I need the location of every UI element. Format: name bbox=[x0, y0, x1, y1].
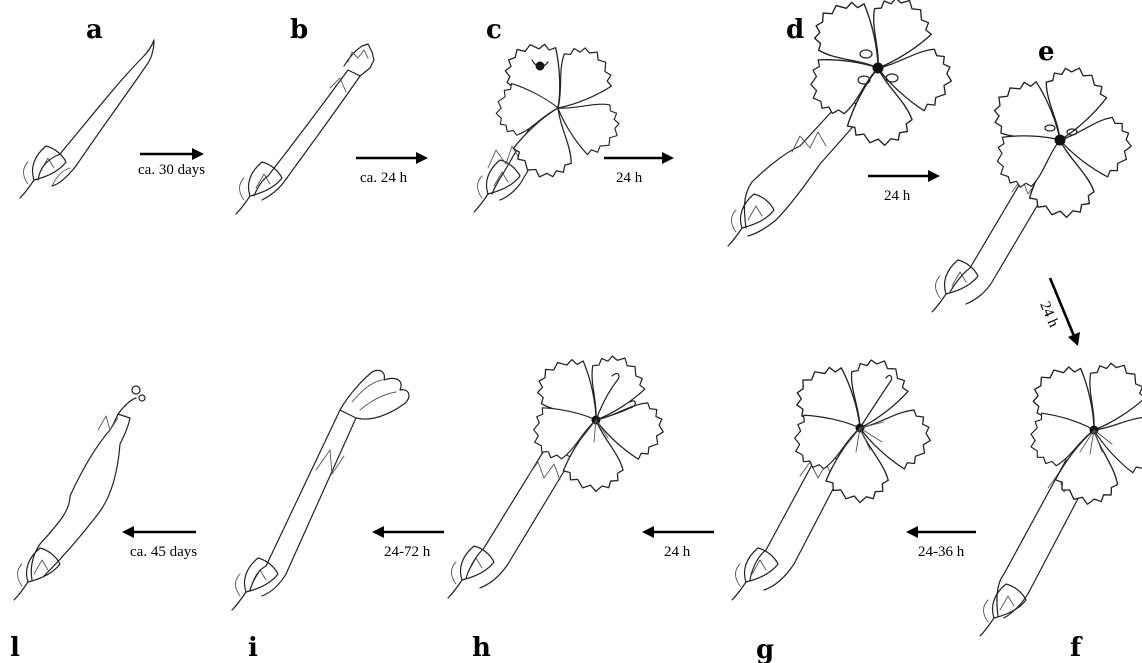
label-e-f: 24 h bbox=[1036, 299, 1061, 330]
label-b-c: ca. 24 h bbox=[360, 170, 408, 186]
stage-c-drawing bbox=[474, 37, 629, 212]
stage-label-e: e bbox=[1038, 37, 1055, 67]
label-d-e: 24 h bbox=[884, 188, 911, 204]
arrow-f-g bbox=[906, 526, 976, 538]
stage-h-drawing bbox=[448, 345, 672, 598]
stage-i-drawing bbox=[232, 370, 409, 610]
stage-g-drawing bbox=[732, 349, 939, 600]
transition-labels: ca. 30 days ca. 24 h 24 h 24 h 24 h 24-3… bbox=[130, 162, 1061, 560]
stage-label-a: a bbox=[86, 15, 103, 45]
arrow-b-c bbox=[356, 152, 428, 164]
stage-d-drawing bbox=[728, 0, 960, 246]
stage-label-b: b bbox=[290, 15, 308, 45]
stage-label-f: f bbox=[1070, 633, 1083, 663]
stage-label-g: g bbox=[756, 635, 774, 663]
stage-a-drawing bbox=[20, 40, 154, 198]
label-c-d: 24 h bbox=[616, 170, 643, 186]
label-g-h: 24 h bbox=[664, 544, 691, 560]
arrow-h-i bbox=[372, 526, 444, 538]
stage-l-drawing bbox=[14, 386, 145, 600]
stage-label-d: d bbox=[786, 15, 804, 45]
arrow-a-b bbox=[140, 148, 204, 160]
stage-label-l: l bbox=[10, 633, 20, 663]
arrow-d-e bbox=[868, 170, 940, 182]
label-i-l: ca. 45 days bbox=[130, 544, 197, 560]
stage-e-drawing bbox=[932, 57, 1138, 312]
stage-label-i: i bbox=[248, 633, 258, 663]
stage-label-h: h bbox=[472, 633, 491, 663]
arrow-i-l bbox=[122, 526, 196, 538]
label-a-b: ca. 30 days bbox=[138, 162, 205, 178]
arrow-c-d bbox=[604, 152, 674, 164]
label-f-g: 24-36 h bbox=[918, 544, 965, 560]
stage-b-drawing bbox=[236, 44, 374, 214]
stage-f-drawing bbox=[980, 352, 1142, 636]
arrow-g-h bbox=[642, 526, 714, 538]
stage-label-c: c bbox=[486, 15, 502, 45]
label-h-i: 24-72 h bbox=[384, 544, 431, 560]
